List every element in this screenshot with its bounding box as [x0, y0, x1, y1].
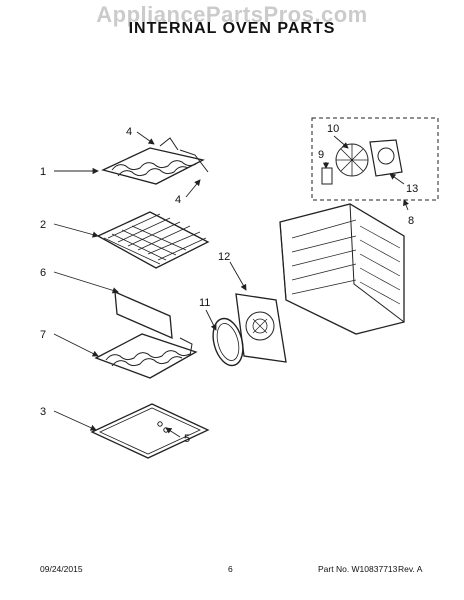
page-title: INTERNAL OVEN PARTS	[128, 20, 336, 37]
callout-7: 7	[40, 329, 46, 341]
footer-date: 09/24/2015	[40, 564, 83, 574]
oven-cavity-illustration	[279, 203, 405, 335]
bottom-panel-illustration	[90, 403, 210, 459]
fan-motor-illustration	[311, 117, 439, 201]
callout-3: 3	[40, 406, 46, 418]
callout-2: 2	[40, 219, 46, 231]
fan-cover-illustration	[235, 293, 287, 363]
callout-6: 6	[40, 267, 46, 279]
callout-4-bottom: 4	[175, 194, 181, 206]
footer-page-number: 6	[228, 564, 233, 574]
callout-1: 1	[40, 166, 46, 178]
callout-11: 11	[199, 297, 210, 309]
callout-4-top: 4	[126, 126, 132, 138]
rack-guide-illustration	[114, 290, 173, 340]
bake-element-illustration	[94, 333, 198, 379]
callout-9: 9	[318, 149, 324, 161]
oven-rack-illustration	[96, 211, 210, 269]
callout-13: 13	[406, 183, 418, 195]
callout-8: 8	[408, 215, 414, 227]
callout-10: 10	[327, 123, 339, 135]
footer-revision: Rev. A	[398, 564, 423, 574]
footer-part-number: Part No. W10837713	[318, 564, 398, 574]
leader-lines	[53, 131, 409, 438]
callout-5: 5	[184, 433, 190, 445]
callout-12: 12	[218, 251, 230, 263]
broil-element-illustration	[101, 137, 209, 185]
